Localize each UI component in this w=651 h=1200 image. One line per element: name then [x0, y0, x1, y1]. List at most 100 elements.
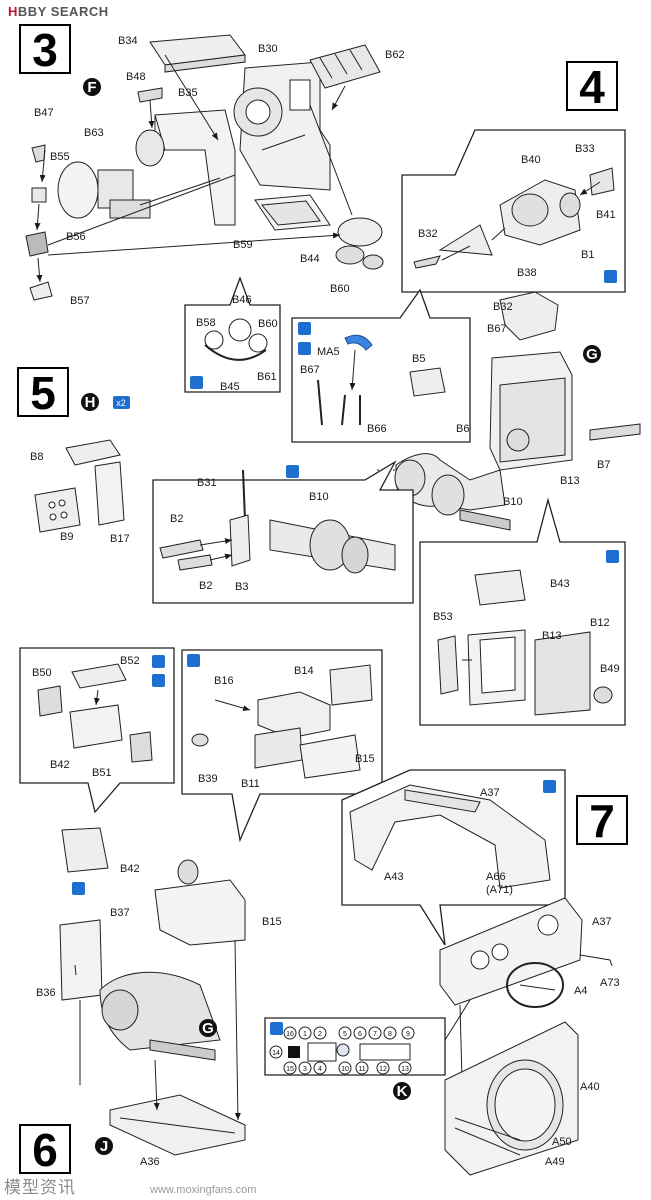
label-b44: B44: [300, 253, 320, 265]
step-7-number: 7: [589, 795, 615, 847]
label-a4: A4: [574, 985, 587, 997]
decal-num-12: 12: [379, 1066, 387, 1073]
label-b43: B43: [550, 578, 570, 590]
label-b13-detail: B13: [542, 630, 562, 642]
step-6-number: 6: [32, 1124, 58, 1176]
label-b6: B6: [456, 423, 469, 435]
watermark-logo: 模型资讯: [4, 1178, 76, 1198]
label-b32: B32: [418, 228, 438, 240]
label-b13: B13: [560, 475, 580, 487]
decal-num-9: 9: [406, 1031, 410, 1038]
label-b50: B50: [32, 667, 52, 679]
label-b55: B55: [50, 151, 70, 163]
label-b56: B56: [66, 231, 86, 243]
decal-num-16: 16: [286, 1031, 294, 1038]
decal-num-3: 3: [303, 1066, 307, 1073]
label-b42: B42: [50, 759, 70, 771]
step-4-section: 4 B40 B33 B41 B32 B38 B1 B32 B67 G B5: [291, 61, 641, 531]
label-b7: B7: [597, 459, 610, 471]
decal-num-4: 4: [318, 1066, 322, 1073]
marker-g-letter: G: [586, 346, 598, 363]
marker-f-circle: [83, 78, 101, 96]
decal-icon: [72, 882, 85, 895]
label-a73: A73: [600, 977, 620, 989]
paint-icon: [187, 654, 200, 667]
label-b59: B59: [233, 239, 253, 251]
paint-icon: [152, 655, 165, 668]
label-b41: B41: [596, 209, 616, 221]
step-5-section: 5 H x2 B8 B9 B17 B31 B10 B2 B2 B3: [17, 367, 626, 726]
label-b45: B45: [220, 381, 240, 393]
paint-icon: [298, 322, 311, 335]
label-b32-main: B32: [493, 301, 513, 313]
label-b17: B17: [110, 533, 130, 545]
label-a40: A40: [580, 1081, 600, 1093]
step-3-number: 3: [32, 24, 58, 76]
step-3-section: 3 F: [19, 24, 405, 393]
decal-num-15: 15: [286, 1066, 294, 1073]
paint-icon: [604, 270, 617, 283]
decal-num-10: 10: [341, 1066, 349, 1073]
step-5-number: 5: [30, 367, 56, 419]
label-b40: B40: [521, 154, 541, 166]
label-b37: B37: [110, 907, 130, 919]
label-b60-detail: B58: [196, 317, 216, 329]
label-b61: B61: [257, 371, 277, 383]
decal-square: [288, 1046, 300, 1058]
label-b38: B38: [517, 267, 537, 279]
step-5-box: [17, 367, 69, 417]
label-b52: B52: [120, 655, 140, 667]
quantity-badge-text: x2: [116, 398, 126, 408]
label-b67: B67: [487, 323, 507, 335]
label-b60: B60: [330, 283, 350, 295]
marker-k-circle: [393, 1082, 411, 1100]
paint-icon: [190, 376, 203, 389]
label-b34: B34: [118, 35, 138, 47]
decal-num-13: 13: [401, 1066, 409, 1073]
label-b31: B31: [197, 477, 217, 489]
label-b58: B60: [258, 318, 278, 330]
label-b11: B11: [241, 778, 260, 790]
paint-icon: [606, 550, 619, 563]
label-a37-dash: A37: [592, 916, 612, 928]
marker-k-letter: K: [397, 1083, 408, 1100]
step-3-box: [19, 24, 71, 74]
label-b67-detail: B67: [300, 364, 320, 376]
marker-h-letter: H: [85, 394, 96, 411]
decal-icon: [152, 674, 165, 687]
decal-num-6: 6: [358, 1031, 362, 1038]
label-b3: B3: [235, 581, 248, 593]
label-a43: A43: [384, 871, 404, 883]
label-a50: A50: [552, 1136, 572, 1148]
label-b66: B66: [367, 423, 387, 435]
watermark-url: www.moxingfans.com: [150, 1184, 257, 1196]
decal-num-14: 14: [272, 1050, 280, 1057]
label-b5: B5: [412, 353, 425, 365]
label-b36: B36: [36, 987, 56, 999]
decal-numbers: 16 1 2 5 6 7 8 9 14 15 3 4 10 11 12 13: [269, 1026, 415, 1075]
label-b15: B15: [262, 916, 282, 928]
step-4-box: [566, 61, 618, 111]
label-b49: B49: [600, 663, 620, 675]
label-b63: B63: [84, 127, 104, 139]
decal-num-11: 11: [358, 1066, 365, 1073]
label-b10-detail: B10: [309, 491, 329, 503]
marker-g2-circle: [199, 1019, 217, 1037]
marker-j-circle: [95, 1137, 113, 1155]
label-a36: A36: [140, 1156, 160, 1168]
marker-h-circle: [81, 393, 99, 411]
decal-num-8: 8: [388, 1031, 392, 1038]
step-6-section: B50 B52 B42 B51 B16 B14 B39 B11 B15 B42 …: [19, 647, 383, 1176]
logo: HBBY SEARCH: [8, 4, 109, 19]
step-6-box: [19, 1124, 71, 1174]
marker-f-letter: F: [87, 79, 96, 96]
label-b35: B35: [178, 87, 198, 99]
step-7-box: [576, 795, 628, 845]
label-b2-top: B2: [170, 513, 183, 525]
label-b51: B51: [92, 767, 112, 779]
paint-icon: [270, 1022, 283, 1035]
label-b46: B46: [232, 294, 252, 306]
label-b53: B53: [433, 611, 453, 623]
label-b14: B14: [294, 665, 314, 677]
